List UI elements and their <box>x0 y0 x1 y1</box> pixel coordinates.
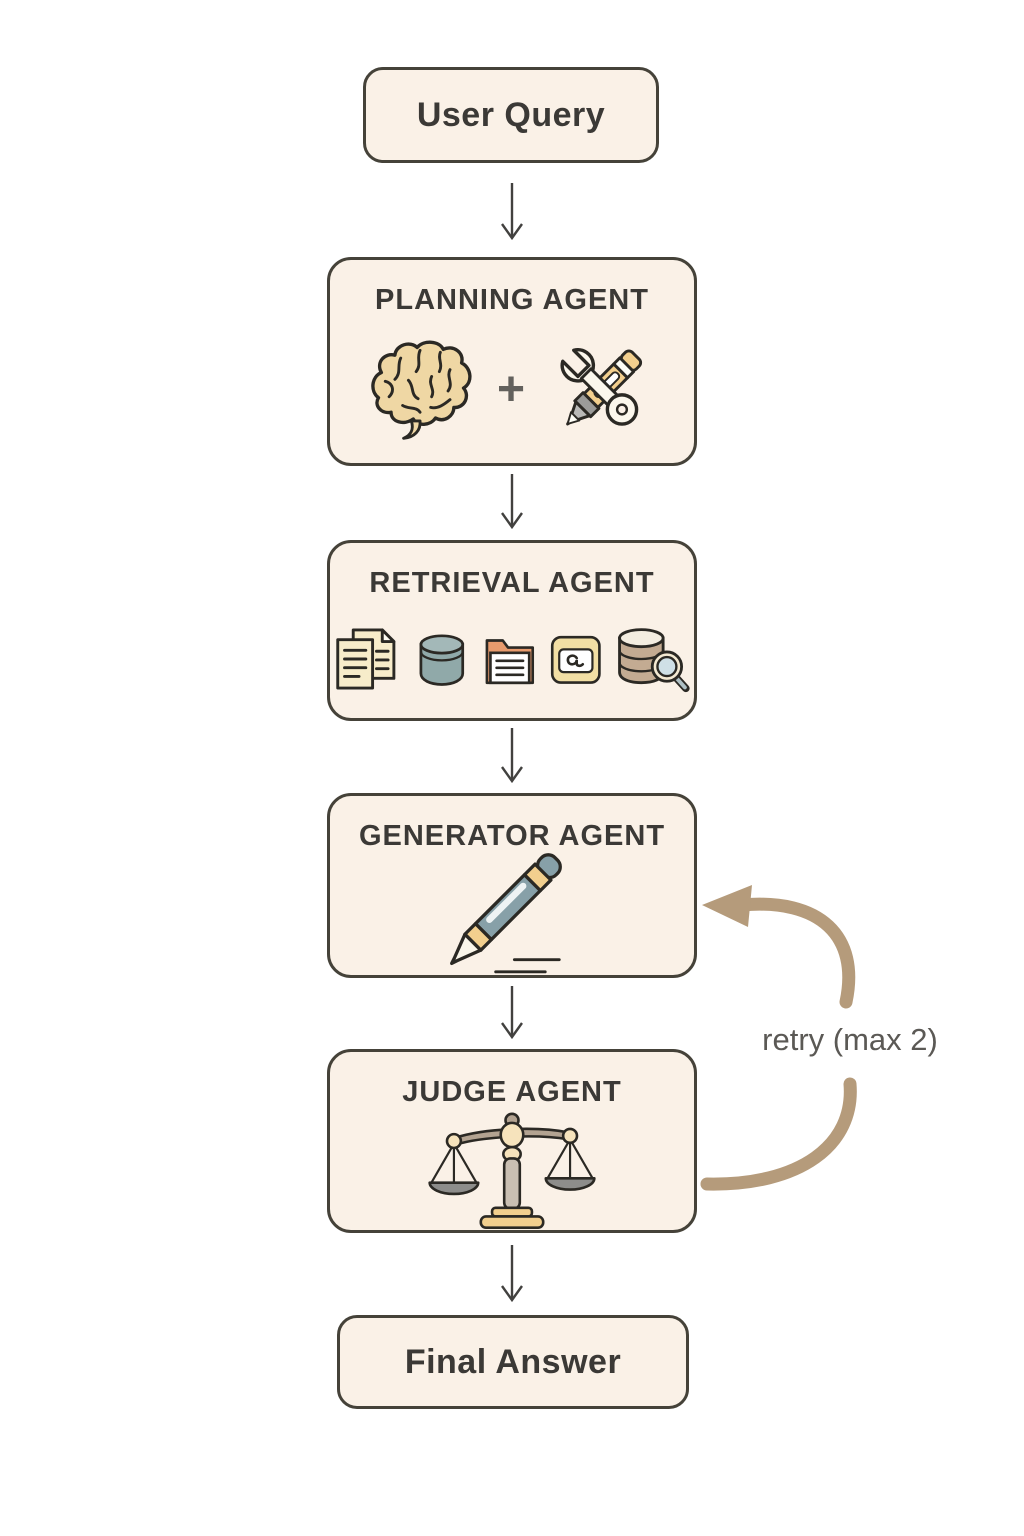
generator-agent-icons <box>330 853 694 984</box>
user-query-node: User Query <box>363 67 659 163</box>
retrieval-agent-node: RETRIEVAL AGENT <box>327 540 697 721</box>
retrieval-agent-label: RETRIEVAL AGENT <box>369 567 655 599</box>
arrow-down-icon <box>501 474 523 530</box>
database-icon <box>419 634 464 686</box>
planning-agent-node: PLANNING AGENT + <box>327 257 697 466</box>
generator-agent-node: GENERATOR AGENT <box>327 793 697 978</box>
final-answer-label: Final Answer <box>404 1342 622 1381</box>
final-answer-node: Final Answer <box>337 1315 689 1409</box>
brain-icon <box>371 340 472 440</box>
pen-icon <box>449 853 562 974</box>
judge-agent-icons <box>330 1109 694 1239</box>
planning-agent-icons: + <box>330 317 694 463</box>
arrow-down-icon <box>501 728 523 784</box>
retry-loop-arrow-icon <box>700 885 857 1191</box>
user-query-label: User Query <box>416 95 606 134</box>
scales-icon <box>428 1112 596 1230</box>
wrench-pencil-icon <box>560 348 643 426</box>
retrieval-agent-icons <box>330 600 694 718</box>
judge-agent-label: JUDGE AGENT <box>402 1076 622 1108</box>
retry-arrow-label: retry (max 2) <box>762 1022 938 1057</box>
database-search-icon <box>618 628 691 693</box>
arrow-down-icon <box>501 1245 523 1303</box>
arrow-down-icon <box>501 986 523 1040</box>
folder-icon <box>485 639 535 685</box>
documents-icon <box>336 628 396 690</box>
generator-agent-label: GENERATOR AGENT <box>358 820 666 852</box>
judge-agent-node: JUDGE AGENT <box>327 1049 697 1233</box>
planning-agent-label: PLANNING AGENT <box>375 284 649 316</box>
arrow-down-icon <box>501 183 523 241</box>
image-icon <box>550 635 601 684</box>
plus-sign: + <box>496 363 526 416</box>
